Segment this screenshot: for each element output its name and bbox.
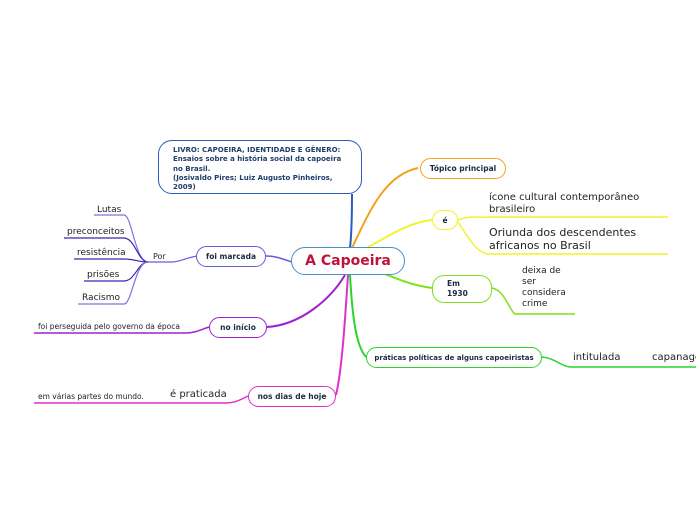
e-node[interactable]: é <box>432 210 458 230</box>
marcada-item-resistencia: resistência <box>77 248 126 258</box>
marcada-item-lutas: Lutas <box>97 205 122 215</box>
topico-principal-node[interactable]: Tópico principal <box>420 158 506 179</box>
praticas-politicas-node[interactable]: práticas políticas de alguns capoeirista… <box>366 347 542 368</box>
marcada-item-preconceitos: preconceitos <box>67 227 125 237</box>
e-item-icone: ícone cultural contemporâneo brasileiro <box>489 192 640 215</box>
foi-marcada-node[interactable]: foi marcada <box>196 246 266 267</box>
marcada-item-racismo: Racismo <box>82 293 120 303</box>
em-1930-node[interactable]: Em 1930 <box>432 275 492 303</box>
marcada-item-prisoes: prisões <box>87 270 120 280</box>
no-inicio-node[interactable]: no início <box>209 317 267 338</box>
central-topic[interactable]: A Capoeira <box>291 247 405 275</box>
nos-dias-de-hoje-node[interactable]: nos dias de hoje <box>248 386 336 407</box>
e-item-oriunda: Oriunda dos descendentes africanos no Br… <box>489 226 637 252</box>
nos-dias-item: em várias partes do mundo. <box>38 392 144 401</box>
no-inicio-item: foi perseguida pelo governo da época <box>38 322 180 331</box>
intitulada-label: intitulada <box>573 352 621 363</box>
book-reference-node[interactable]: LIVRO: CAPOEIRA, IDENTIDADE E GÊNERO: En… <box>158 140 362 194</box>
e-praticada-label: é praticada <box>170 389 227 400</box>
por-label: Por <box>153 252 166 261</box>
capanage-label: capanage <box>652 352 696 363</box>
em-1930-item: deixa de ser considera crime <box>522 266 566 309</box>
